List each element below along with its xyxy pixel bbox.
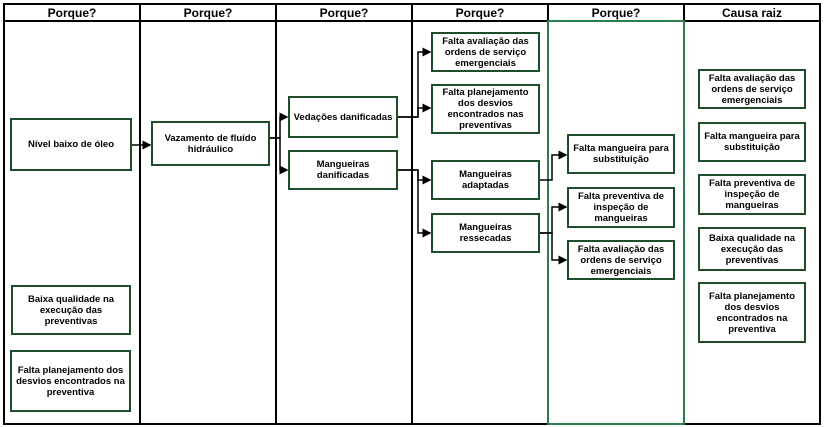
node-falta-avaliacao-os-1: Falta avaliação das ordens de serviço em… [431, 32, 540, 72]
node-falta-avaliacao-os-2: Falta avaliação das ordens de serviço em… [567, 240, 675, 280]
node-mangueiras-danificadas: Mangueiras danificadas [288, 150, 398, 190]
node-nivel-baixo-oleo: Nível baixo de óleo [10, 118, 132, 171]
root-falta-planejamento: Falta planejamento dos desvios encontrad… [698, 282, 806, 343]
node-falta-mangueira-1: Falta mangueira para substituição [567, 134, 675, 174]
node-falta-preventiva-1: Falta preventiva de inspeção de mangueir… [567, 187, 675, 228]
node-vedacoes-danificadas: Vedações danificadas [288, 96, 398, 138]
node-falta-planejamento-2: Falta planejamento dos desvios encontrad… [10, 350, 131, 412]
node-mangueiras-ressecadas: Mangueiras ressecadas [431, 213, 540, 253]
root-falta-mangueira: Falta mangueira para substituição [698, 122, 806, 162]
node-baixa-qualidade-1: Baixa qualidade na execução das preventi… [11, 285, 131, 335]
column-header-2: Porque? [183, 6, 233, 20]
column-header-1: Porque? [47, 6, 97, 20]
highlight-column [547, 20, 685, 425]
root-falta-preventiva: Falta preventiva de inspeção de mangueir… [698, 174, 806, 215]
node-mangueiras-adaptadas: Mangueiras adaptadas [431, 160, 540, 200]
root-falta-avaliacao-os: Falta avaliação das ordens de serviço em… [698, 69, 806, 109]
column-header-root-cause: Causa raiz [721, 6, 783, 20]
root-baixa-qualidade: Baixa qualidade na execução das preventi… [698, 227, 806, 271]
connectors [132, 47, 568, 265]
column-header-4: Porque? [455, 6, 505, 20]
node-vazamento-fluido: Vazamento de fluído hidráulico [151, 121, 270, 166]
column-header-5: Porque? [591, 6, 641, 20]
node-falta-planejamento-1: Falta planejamento dos desvios encontrad… [431, 84, 540, 134]
column-header-3: Porque? [319, 6, 369, 20]
